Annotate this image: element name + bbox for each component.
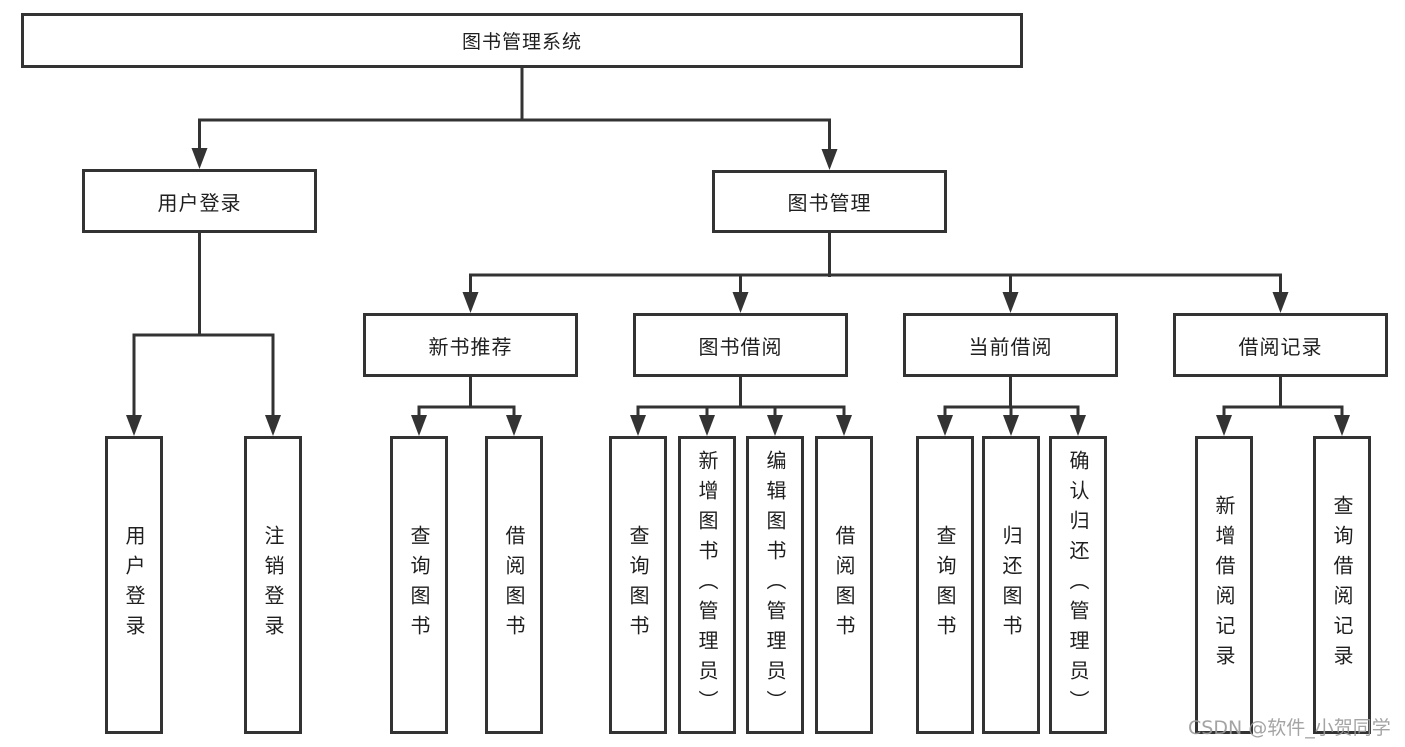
leaf-label: 查询图书: [407, 525, 431, 645]
leaf-record-add-borrow-record: 新增借阅记录: [1195, 436, 1253, 734]
arrowhead-icon: [126, 415, 142, 436]
arrowhead-icon: [506, 415, 522, 436]
node-book-management: 图书管理: [712, 170, 947, 233]
leaf-label: 确认归还（管理员）: [1066, 450, 1090, 720]
arrowhead-icon: [699, 415, 715, 436]
connector-recommend-to-children: [417, 377, 516, 417]
node-library-management-system: 图书管理系统: [21, 13, 1023, 68]
node-label: 借阅记录: [1238, 334, 1323, 359]
arrowhead-icon: [411, 415, 427, 436]
leaf-label: 查询图书: [933, 525, 957, 645]
arrowhead-icon: [1002, 292, 1019, 313]
leaf-borrow-borrow-book: 借阅图书: [815, 436, 873, 734]
leaf-borrow-add-book-admin: 新增图书（管理员）: [678, 436, 736, 734]
leaf-label: 归还图书: [999, 525, 1023, 645]
node-new-book-recommend: 新书推荐: [363, 313, 578, 377]
leaf-borrow-edit-book-admin: 编辑图书（管理员）: [746, 436, 804, 734]
node-label: 新书推荐: [428, 334, 513, 359]
arrowhead-icon: [732, 292, 749, 313]
connector-login-to-children: [132, 233, 275, 418]
arrowhead-icon: [767, 415, 783, 436]
arrowhead-icon: [1272, 292, 1289, 313]
connector-current-to-children: [943, 377, 1080, 417]
leaf-label: 借阅图书: [502, 525, 526, 645]
leaf-borrow-query-book: 查询图书: [609, 436, 667, 734]
arrowhead-icon: [1334, 415, 1350, 436]
leaf-current-return-book: 归还图书: [982, 436, 1040, 734]
node-label: 图书借阅: [698, 334, 783, 359]
csdn-watermark: CSDN @软件_小贺同学: [1188, 717, 1391, 739]
node-borrow-record: 借阅记录: [1173, 313, 1388, 377]
leaf-label: 新增借阅记录: [1212, 495, 1236, 675]
connector-management-to-level3: [469, 233, 1282, 294]
node-book-borrow: 图书借阅: [633, 313, 848, 377]
leaf-user-login: 用户登录: [105, 436, 163, 734]
leaf-label: 查询图书: [626, 525, 650, 645]
arrowhead-icon: [630, 415, 646, 436]
leaf-label: 借阅图书: [832, 525, 856, 645]
leaf-label: 新增图书（管理员）: [695, 450, 719, 720]
arrowhead-icon: [836, 415, 852, 436]
node-label: 当前借阅: [968, 334, 1053, 359]
arrowhead-icon: [191, 148, 208, 169]
connector-root-to-level2: [198, 68, 831, 151]
leaf-label: 编辑图书（管理员）: [763, 450, 787, 720]
arrowhead-icon: [265, 415, 281, 436]
arrowhead-icon: [937, 415, 953, 436]
node-current-borrow: 当前借阅: [903, 313, 1118, 377]
leaf-current-confirm-return-admin: 确认归还（管理员）: [1049, 436, 1107, 734]
arrowhead-icon: [1216, 415, 1232, 436]
arrowhead-icon: [462, 292, 479, 313]
leaf-label: 查询借阅记录: [1330, 495, 1354, 675]
arrowhead-icon: [821, 149, 838, 170]
connector-borrow-to-children: [636, 377, 846, 417]
arrowhead-icon: [1003, 415, 1019, 436]
leaf-label: 注销登录: [261, 525, 285, 645]
leaf-label: 用户登录: [122, 525, 146, 645]
connector-record-to-children: [1222, 377, 1344, 417]
node-label: 图书管理: [787, 191, 872, 215]
node-label: 图书管理系统: [461, 31, 582, 53]
leaf-recommend-borrow-book: 借阅图书: [485, 436, 543, 734]
arrowhead-icon: [1070, 415, 1086, 436]
leaf-current-query-book: 查询图书: [916, 436, 974, 734]
leaf-recommend-query-book: 查询图书: [390, 436, 448, 734]
arrowheads: [126, 148, 1350, 436]
leaf-logout: 注销登录: [244, 436, 302, 734]
leaf-record-query-borrow-record: 查询借阅记录: [1313, 436, 1371, 734]
node-user-login: 用户登录: [82, 169, 317, 233]
node-label: 用户登录: [157, 190, 242, 215]
